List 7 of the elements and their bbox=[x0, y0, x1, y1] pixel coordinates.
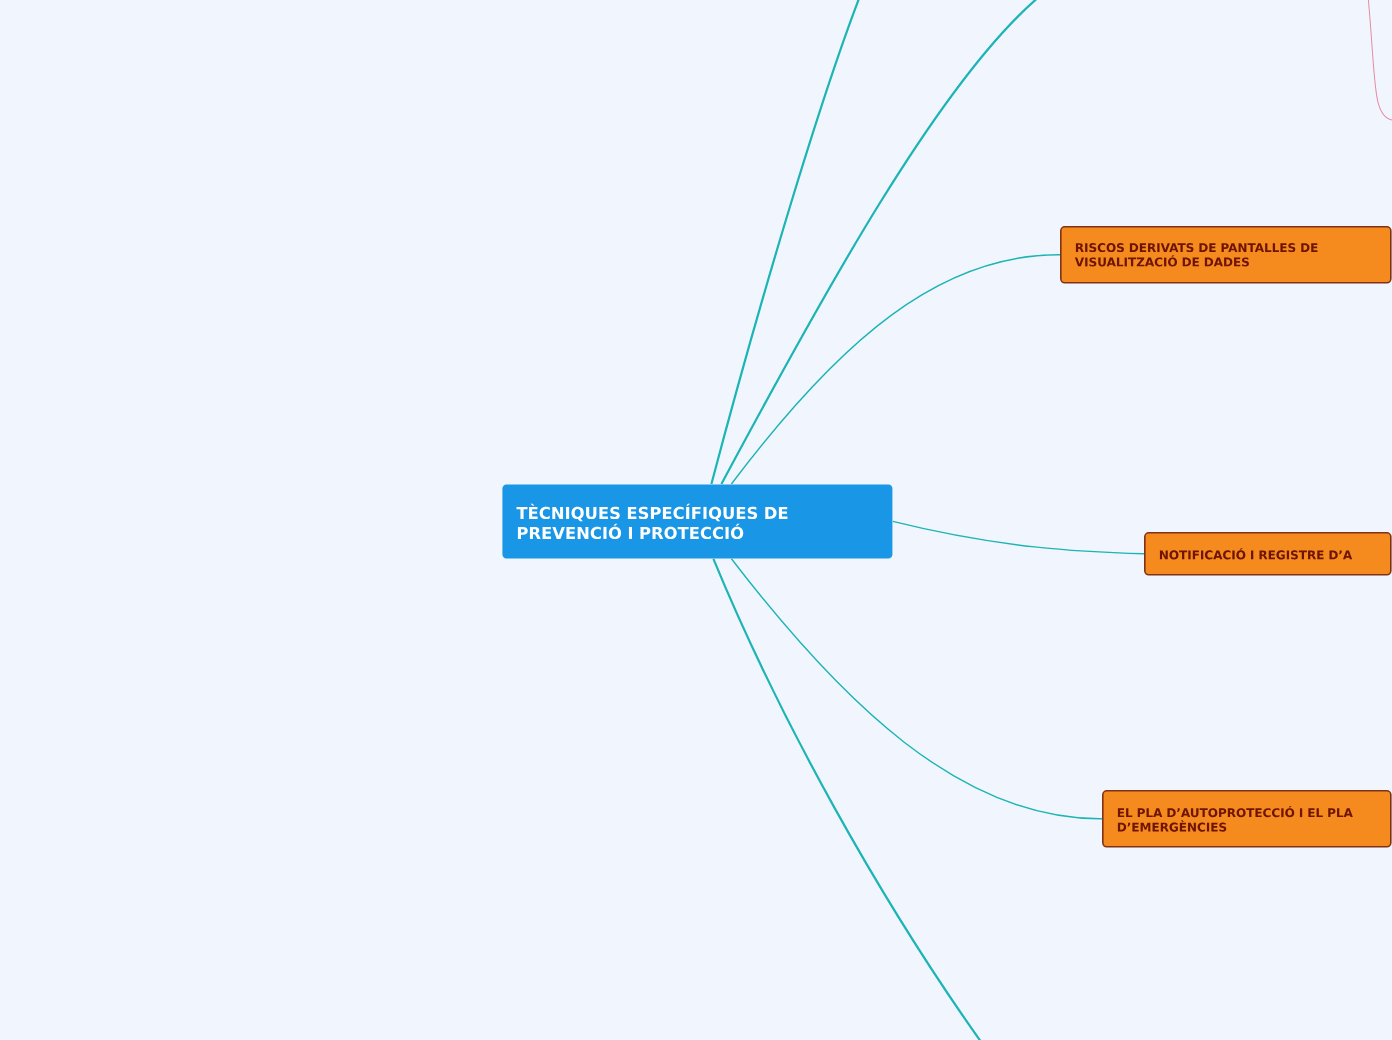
connector-line bbox=[730, 254, 1061, 485]
connector-line bbox=[892, 520, 1145, 555]
connector-line bbox=[710, 0, 862, 485]
connector-line bbox=[720, 0, 1041, 485]
connector-line bbox=[712, 558, 985, 1040]
connector-line bbox=[730, 558, 1103, 820]
root-topic-box: TÈCNIQUES ESPECÍFIQUES DE PREVENCIÓ I PROTECCIÓ bbox=[502, 484, 893, 559]
